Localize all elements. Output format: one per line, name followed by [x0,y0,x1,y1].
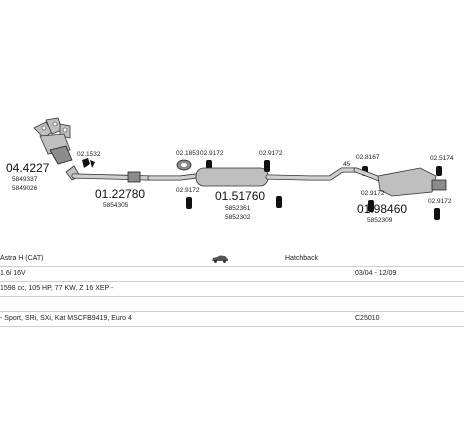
gasket-left-icon[interactable] [176,159,192,171]
gasket-left-number: 02.1853 [176,150,200,157]
middle-silencer-ref-2: 5852302 [225,214,251,221]
rear-clip-top-number: 02.8167 [356,154,380,161]
clamp-left-number: 02.9172 [200,150,224,157]
rear-clamp-lower-icon[interactable] [368,200,374,212]
exhaust-system-diagram: 04.4227 5849337 5849026 02.1532 01.22780… [6,117,454,224]
hatchback-car-icon [211,255,229,269]
manifold-ref-2: 5849026 [12,185,38,192]
rear-clip-right-number: 02.5174 [430,155,454,162]
clip-front-icon[interactable] [82,158,95,168]
manifold-converter[interactable] [33,117,73,165]
production-years: 03/04 - 12/09 [355,270,397,277]
front-pipe-number: 01.22780 [95,187,145,201]
model-name: Astra H (CAT) [0,255,44,262]
manifold-part-number: 04.4227 [6,161,50,175]
info-row-engine: 1.6i 16V 03/04 - 12/09 [0,267,464,282]
engine: 1.6i 16V [0,270,26,277]
clamp-lower-left-icon[interactable] [186,197,192,209]
info-row-model: Astra H (CAT) Hatchback [0,252,464,267]
info-row-empty [0,297,464,312]
engine-specs: 1598 cc, 105 HP, 77 KW, Z 16 XEP - [0,285,114,292]
pipe-diameter-label: 45 [343,161,351,168]
rear-clamp-lower-number: 02.9172 [361,190,385,197]
rear-clip-right-icon[interactable] [436,166,442,176]
rear-clamp-lower2-icon[interactable] [434,208,440,220]
vehicle-info-table: Astra H (CAT) Hatchback 1.6i 16V 03/04 -… [0,252,464,327]
mid-clamp-lower-icon[interactable] [276,196,282,208]
clip-front-number: 02.1532 [77,151,101,158]
middle-silencer-number: 01.51760 [215,189,265,203]
manifold-ref-1: 5849337 [12,176,38,183]
rear-silencer-ref: 5852309 [367,217,393,224]
front-pipe[interactable] [65,165,153,183]
clamp-lower-left-number: 02.9172 [176,187,200,194]
catalogue-code: C25010 [355,315,380,322]
middle-silencer[interactable] [147,167,359,187]
rear-silencer-number: 01.98460 [357,202,407,216]
rear-silencer[interactable] [353,167,447,197]
rear-clamp-lower2-number: 02.9172 [428,198,452,205]
front-pipe-ref: 5854305 [103,202,129,209]
trim-details: - Sport, SRi, SXi, Kat MSCFB9419, Euro 4 [0,315,132,322]
mid-clamp-icon[interactable] [264,160,270,172]
info-row-trim: - Sport, SRi, SXi, Kat MSCFB9419, Euro 4… [0,312,464,327]
mid-clamp-number: 02.9172 [259,150,283,157]
middle-silencer-ref-1: 5852361 [225,205,251,212]
body-type: Hatchback [285,255,319,262]
info-row-specs: 1598 cc, 105 HP, 77 KW, Z 16 XEP - [0,282,464,297]
